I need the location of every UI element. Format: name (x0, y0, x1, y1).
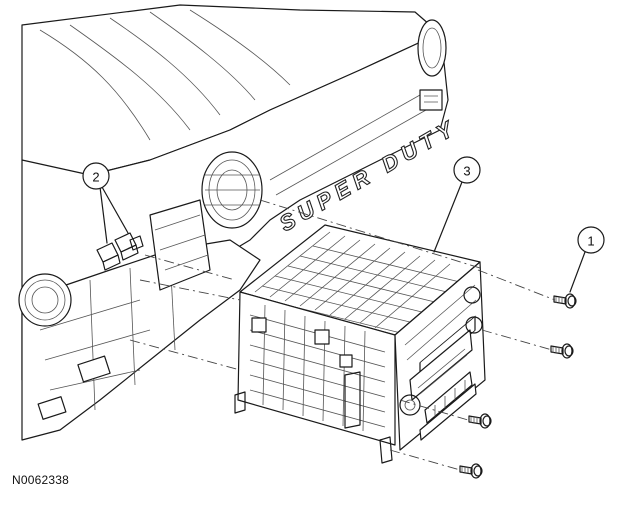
screw (550, 343, 574, 359)
screw (459, 463, 483, 479)
callout-1-number: 1 (587, 234, 594, 249)
alignment-lines (129, 199, 556, 471)
callout-2-number: 2 (92, 170, 99, 185)
screw (553, 293, 577, 309)
screw (468, 413, 492, 429)
callout-1: 1 (569, 226, 605, 293)
electrical-connectors (96, 232, 144, 271)
figure-id-label: N0062338 (12, 473, 69, 487)
callout-2: 2 (82, 162, 129, 244)
callout-3: 3 (433, 156, 481, 253)
audio-unit (234, 224, 486, 464)
callout-3-number: 3 (463, 164, 470, 179)
